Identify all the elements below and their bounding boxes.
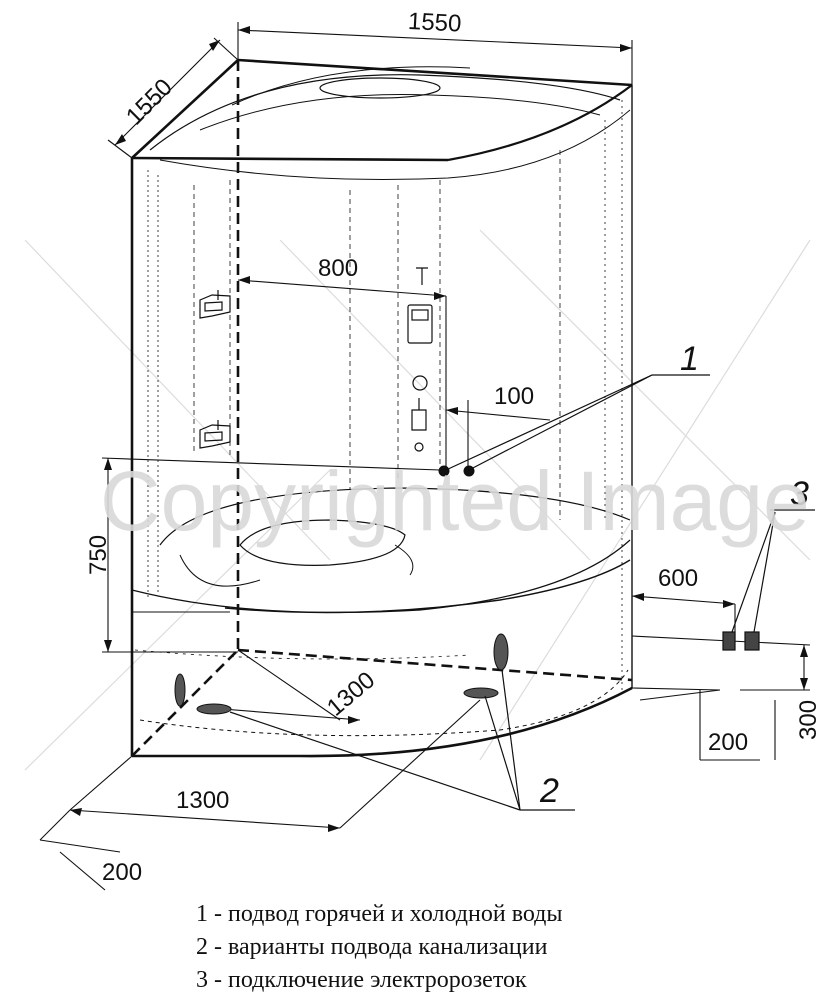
dim-top-width: 1550: [407, 8, 462, 38]
watermark-text: Copyrighted Image: [100, 454, 810, 548]
cabin-body: [130, 58, 633, 758]
dim-offset-200-left: 200: [102, 859, 142, 886]
water-inlet-points: [438, 465, 475, 477]
dim-socket-600: 600: [658, 565, 698, 592]
dim-inner-100: 100: [494, 383, 534, 410]
drain-left-floor: [196, 703, 232, 715]
legend: 1 - подвод горячей и холодной воды 2 - в…: [196, 898, 563, 997]
wall-fittings: [199, 267, 433, 452]
legend-item-drain: 2 - варианты подвода канализации: [196, 934, 548, 960]
callout-2: 2: [539, 772, 559, 810]
hot-water-inlet: [438, 465, 450, 477]
dimension-lines: [39, 22, 811, 891]
drain-right-floor: [463, 687, 499, 699]
drain-right-wall: [493, 633, 509, 671]
dim-inner-800: 800: [318, 255, 358, 282]
socket-left: [722, 631, 736, 651]
callout-3: 3: [790, 475, 809, 513]
arrowheads: [70, 26, 808, 832]
callout-1: 1: [680, 340, 699, 378]
legend-item-sockets: 3 - подключение электророзеток: [196, 967, 527, 993]
dim-socket-200: 200: [708, 729, 748, 756]
dim-socket-300: 300: [795, 700, 822, 740]
socket-right: [744, 631, 760, 651]
dim-height-750: 750: [85, 535, 112, 575]
drain-left-wall: [174, 673, 186, 707]
electrical-sockets: [722, 631, 760, 651]
drain-options: [174, 633, 509, 715]
dim-floor-1300-front: 1300: [176, 787, 229, 814]
legend-item-water: 1 - подвод горячей и холодной воды: [196, 901, 563, 927]
callout-leaders: [229, 374, 815, 811]
